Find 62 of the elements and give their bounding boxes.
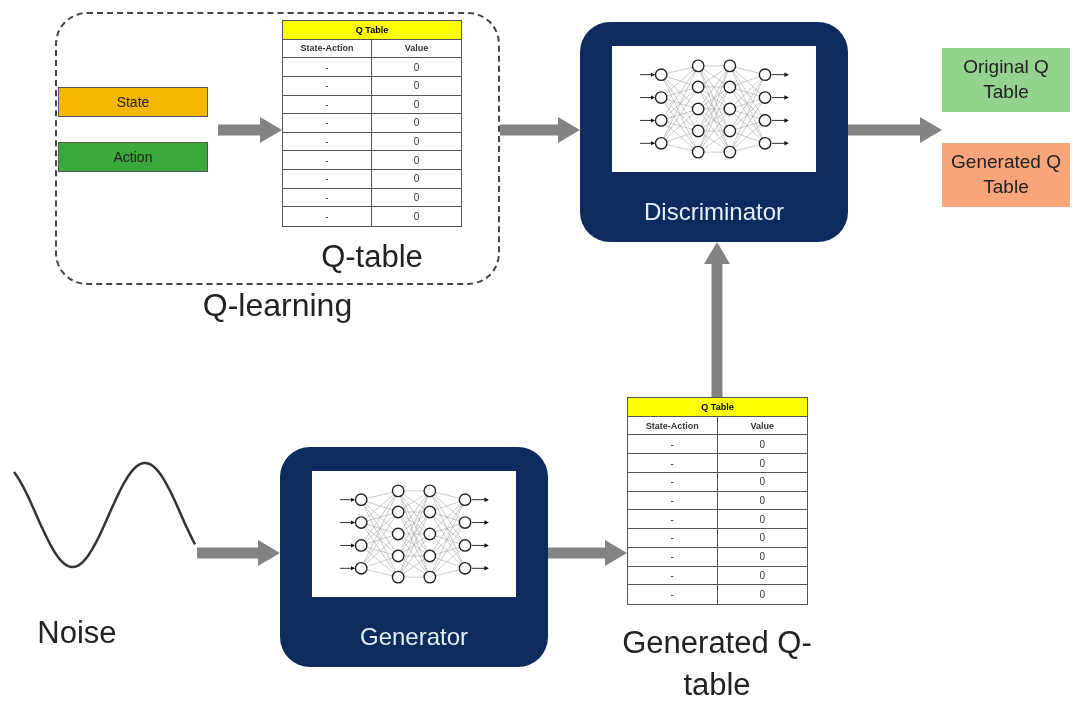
table-cell: - xyxy=(283,170,372,189)
table-cell: - xyxy=(283,188,372,208)
table-cell: 0 xyxy=(717,566,807,586)
table-cell: - xyxy=(628,585,718,604)
table-cell: 0 xyxy=(717,435,807,455)
table-cell: 0 xyxy=(717,547,807,567)
card-title: Generator xyxy=(359,623,469,650)
table-cell: 0 xyxy=(372,132,461,152)
column-header: State-Action xyxy=(283,39,372,59)
table-cell: - xyxy=(283,95,372,115)
table-cell: 0 xyxy=(372,58,461,77)
arrow xyxy=(500,117,580,143)
label-box: Action xyxy=(58,142,208,172)
table-cell: 0 xyxy=(372,76,461,96)
column-header: Value xyxy=(372,39,461,59)
column-header: Value xyxy=(717,416,807,436)
label-box: State xyxy=(58,87,208,117)
table-cell: - xyxy=(283,58,372,77)
table-cell: - xyxy=(628,454,718,473)
table-cell: - xyxy=(628,529,718,548)
caption-text: Noise xyxy=(36,614,118,652)
table-cell: - xyxy=(628,547,718,567)
arrow xyxy=(218,117,282,143)
label-box: Generated Q Table xyxy=(942,143,1070,207)
table-cell: 0 xyxy=(717,491,807,511)
table-cell: 0 xyxy=(372,151,461,171)
table-cell: 0 xyxy=(717,472,807,492)
table-cell: - xyxy=(283,114,372,133)
label-box: Original Q Table xyxy=(942,48,1070,112)
card-title: Discriminator xyxy=(644,198,784,225)
caption-text: Generated Q-table xyxy=(621,624,813,704)
table-title: Q Table xyxy=(283,21,461,40)
table-cell: - xyxy=(628,472,718,492)
q-table xyxy=(627,397,808,605)
table-cell: 0 xyxy=(717,454,807,473)
table-cell: 0 xyxy=(372,188,461,208)
arrow xyxy=(197,540,280,566)
table-cell: 0 xyxy=(372,95,461,115)
table-cell: - xyxy=(628,435,718,455)
network-card xyxy=(580,22,848,242)
table-cell: - xyxy=(283,132,372,152)
table-cell-text: 0 xyxy=(758,588,767,603)
table-cell: 0 xyxy=(717,529,807,548)
caption-text: Q-table xyxy=(320,238,424,276)
table-cell: - xyxy=(628,510,718,530)
table-cell: - xyxy=(283,76,372,96)
column-header: State-Action xyxy=(628,416,718,436)
table-cell: - xyxy=(283,151,372,171)
table-cell: - xyxy=(628,566,718,586)
network-card xyxy=(280,447,548,667)
arrow xyxy=(848,117,942,143)
q-table xyxy=(282,20,462,227)
table-cell: - xyxy=(628,491,718,511)
arrow xyxy=(704,242,730,397)
group-title: Q-learning xyxy=(202,287,353,323)
table-cell-text: 0 xyxy=(412,210,421,225)
table-cell: 0 xyxy=(372,114,461,133)
table-cell: - xyxy=(283,207,372,226)
table-cell: 0 xyxy=(717,510,807,530)
table-cell: 0 xyxy=(372,170,461,189)
table-title: Q Table xyxy=(628,398,807,417)
arrow xyxy=(548,540,627,566)
